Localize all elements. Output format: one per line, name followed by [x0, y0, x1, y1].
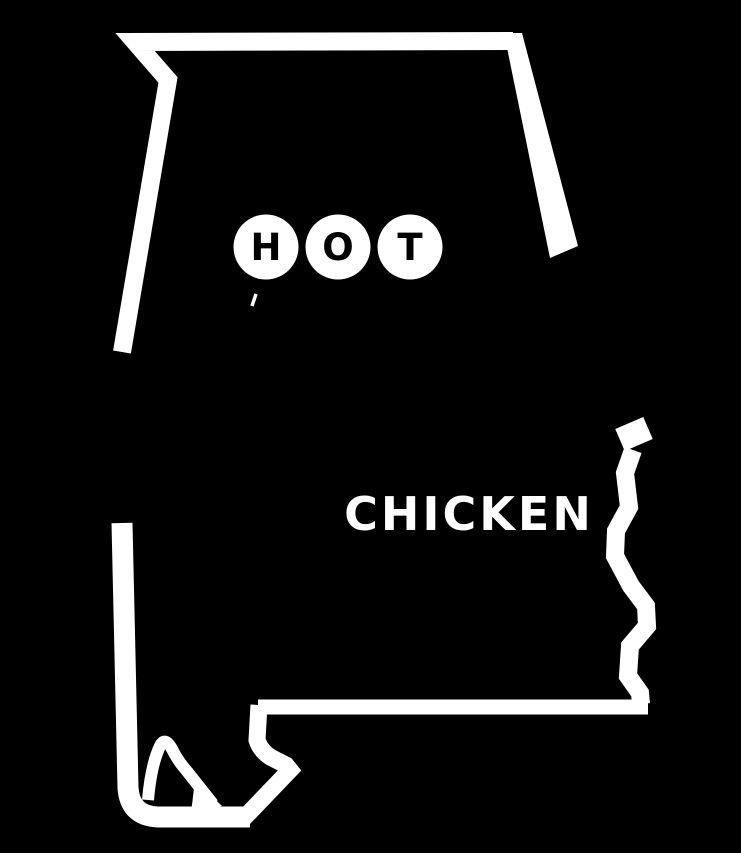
- state-border-river-stub: [615, 416, 653, 452]
- mobile-delta-tip: [191, 780, 222, 813]
- mobile-delta-squiggle: [142, 735, 218, 808]
- hot-letter-h: H: [251, 226, 282, 269]
- state-border-east-upper: [504, 33, 578, 258]
- stray-mark: [250, 293, 258, 307]
- hot-letter-o: O: [322, 226, 353, 269]
- hot-badge-circle-t: [377, 214, 443, 280]
- hot-badge-circle-h: [233, 214, 299, 280]
- hot-letter-t: T: [397, 226, 423, 269]
- chicken-wordmark: CHICKEN: [344, 487, 594, 541]
- hot-badge-circle-o: [305, 214, 371, 280]
- hot-badge-group: H O T: [233, 214, 443, 280]
- state-border-gulf-west: [111, 522, 250, 828]
- state-border-west-north: [113, 32, 514, 354]
- state-border-bay-east: [237, 704, 302, 824]
- state-border-river-east: [605, 447, 657, 705]
